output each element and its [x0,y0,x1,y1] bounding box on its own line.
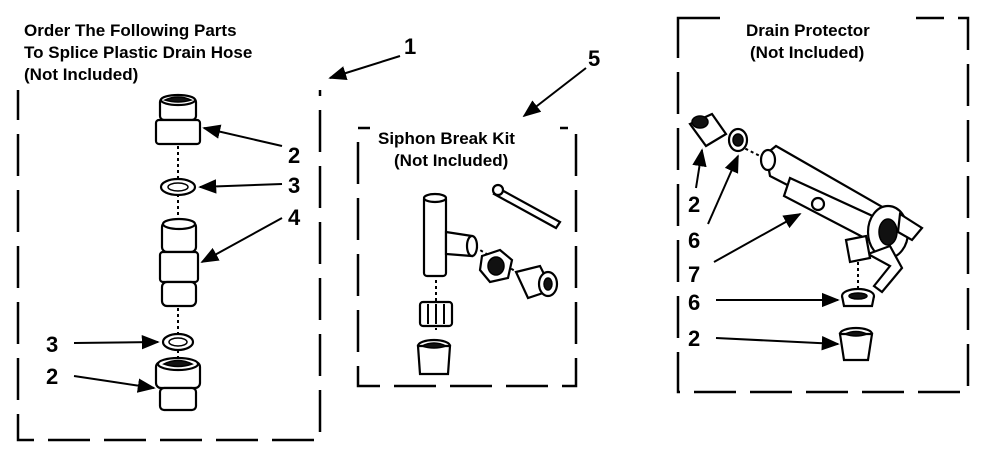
clamp-icon [840,287,876,308]
drain-protector-heading-line-2: (Not Included) [750,43,864,62]
coupler-icon [688,112,728,148]
splice-heading-line-3: (Not Included) [24,65,138,84]
drain-protector-heading-line-1: Drain Protector [746,21,870,40]
splice-panel: Order The Following Parts To Splice Plas… [10,12,416,442]
pin-icon [491,183,562,230]
nut-icon [418,300,454,328]
siphon-heading-line-1: Siphon Break Kit [378,129,515,148]
siphon-panel: Siphon Break Kit (Not Included) [356,46,600,388]
callout-3-splice-top: 3 [288,173,300,198]
siphon-heading-line-2: (Not Included) [394,151,508,170]
tee-fitting-icon [422,192,479,278]
nut-icon [478,248,514,284]
clamp-icon [161,332,195,352]
siphon-panel-frame [356,126,578,388]
callout-4: 4 [288,205,301,230]
splice-heading-line-2: To Splice Plastic Drain Hose [24,43,252,62]
coupler-icon [154,356,202,412]
callout-6-protector-bottom: 6 [688,290,700,315]
callout-3-splice-bottom: 3 [46,332,58,357]
callout-5: 5 [588,46,600,71]
clamp-icon [159,177,197,197]
splice-heading-line-1: Order The Following Parts [24,21,237,40]
connector-icon [158,217,200,308]
callout-1: 1 [404,34,416,59]
coupler-icon [514,264,559,300]
callout-6-protector-left: 6 [688,228,700,253]
drain-protector-icon [759,144,924,294]
callout-2-splice-bottom: 2 [46,364,58,389]
callout-2-protector-bottom: 2 [688,326,700,351]
callout-7: 7 [688,262,700,287]
coupler-icon [838,326,874,362]
drain-protector-panel: Drain Protector (Not Included) [676,12,970,394]
callout-2-splice-top: 2 [288,143,300,168]
coupler-icon [416,338,452,376]
clamp-icon [727,127,749,153]
coupler-icon [154,93,202,146]
callout-2-protector-left: 2 [688,192,700,217]
